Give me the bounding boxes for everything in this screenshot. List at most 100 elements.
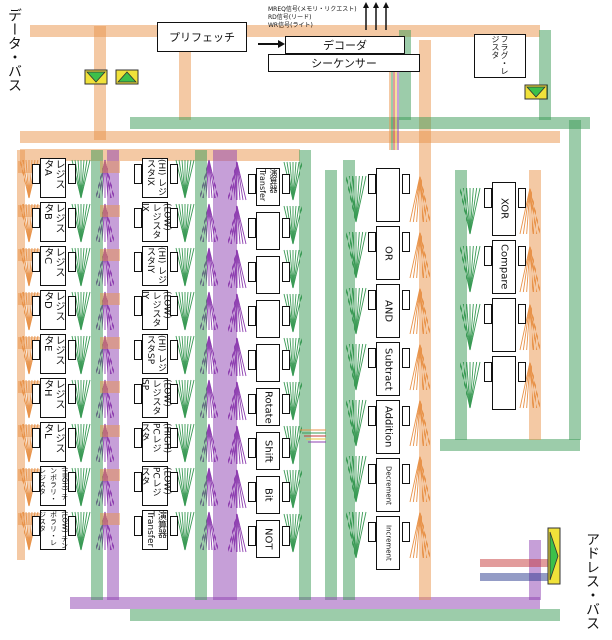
alu-unit-box: XOR — [492, 182, 516, 236]
register-box: レジスタC — [40, 246, 66, 286]
alu3-fan — [526, 303, 531, 351]
register-port — [134, 384, 142, 404]
reg2-output-fan — [184, 203, 192, 243]
register-port — [518, 246, 526, 266]
alu3-fan — [466, 245, 471, 293]
alu3-fan — [519, 361, 531, 409]
alu1-fan — [236, 469, 244, 509]
register-port — [68, 428, 76, 448]
alu1-fan — [236, 161, 247, 201]
alu2-fan — [355, 399, 364, 447]
reg2-output-fan — [208, 511, 213, 551]
alu-unit-box-label: OR — [382, 245, 394, 261]
reg-input-fan — [28, 203, 33, 243]
alu2-fan — [355, 175, 360, 223]
flag-buffer — [526, 86, 546, 98]
alu-unit-box: 演算器 Transfer — [256, 168, 280, 206]
reg2-output-fan — [184, 511, 195, 551]
alu2-fan — [416, 399, 421, 447]
index-register-box: (HI) レジスタIY — [142, 246, 168, 286]
alu2-fan — [409, 455, 421, 503]
reg-input-fan — [28, 247, 33, 287]
alu2-fan — [355, 231, 360, 279]
reg-output-fan — [74, 291, 82, 331]
alu1-fan — [236, 381, 241, 421]
alu1-fan — [286, 249, 294, 289]
alu3-fan — [469, 245, 474, 293]
reg2-output-fan — [178, 379, 186, 419]
index-register-box: 演算器 Transfer — [142, 510, 168, 550]
register-port — [32, 252, 40, 272]
index-register-box-label: (LOW) PCレジスタ — [139, 467, 172, 497]
reg-output-fan — [80, 247, 91, 287]
alu1-fan — [292, 161, 297, 201]
register-port — [282, 218, 290, 238]
register-port — [248, 438, 256, 458]
register-box: レジスタH — [40, 378, 66, 418]
alu1-fan — [236, 513, 244, 553]
reg-output-fan — [80, 159, 85, 199]
reg-output-fan — [80, 291, 91, 331]
reg-input-fan — [28, 423, 33, 463]
reg2-output-fan — [178, 247, 186, 287]
register-port — [402, 174, 410, 194]
register-port — [402, 406, 410, 426]
decoder-arrow-head — [278, 40, 285, 48]
signal-mreq: MREQ信号(メモリ・リクエスト) — [268, 6, 357, 13]
prefetch-block: プリフェッチ — [157, 22, 247, 52]
reg2-output-fan — [184, 159, 195, 199]
alu-unit-box-label: NOT — [262, 528, 274, 550]
register-port — [68, 340, 76, 360]
register-port — [32, 516, 40, 536]
alu2-fan — [355, 175, 367, 223]
alu2-fan — [409, 343, 421, 391]
reg-output-fan — [77, 511, 82, 551]
reg-output-fan — [74, 159, 82, 199]
register-box: レジスタD — [40, 290, 66, 330]
alu-unit-box-label: Shift — [262, 439, 274, 463]
register-port — [134, 472, 142, 492]
address-bus-buffer — [549, 531, 559, 581]
reg-output-fan — [80, 203, 88, 243]
alu2-fan — [355, 231, 367, 279]
reg2-output-fan — [208, 467, 213, 507]
alu-unit-box: Addition — [376, 400, 400, 454]
reg-input-fan — [25, 467, 30, 507]
register-port — [402, 290, 410, 310]
register-port — [248, 482, 256, 502]
reg2-output-fan — [208, 247, 213, 287]
alu1-fan — [289, 293, 294, 333]
alu-unit-box-label: Increment — [384, 525, 393, 561]
register-port — [282, 262, 290, 282]
alu1-fan — [289, 513, 294, 553]
alu-unit-box — [256, 344, 280, 382]
register-port — [484, 188, 492, 208]
alu2-fan — [355, 511, 364, 559]
alu1-fan — [236, 513, 247, 553]
alu1-fan — [292, 425, 297, 465]
index-register-box-label: 演算器 Transfer — [145, 511, 166, 548]
alu3-fan — [469, 245, 478, 293]
register-box: (LOW) テンポラリ・レジスタ — [39, 510, 69, 550]
register-box: レジスタL — [40, 422, 66, 462]
register-port — [248, 306, 256, 326]
alu-unit-box: NOT — [256, 520, 280, 558]
reg-output-fan — [80, 467, 88, 507]
address-bus-label: アドレス・バス — [584, 532, 600, 630]
register-port — [68, 516, 76, 536]
alu1-fan — [292, 205, 300, 245]
register-port — [170, 384, 178, 404]
register-box: (HIGH) テンポラリ・レジスタ — [39, 466, 69, 506]
index-register-box: (HIGH) PCレジスタ — [140, 422, 172, 462]
alu1-fan — [286, 205, 294, 245]
alu1-fan — [292, 249, 297, 289]
register-port — [134, 428, 142, 448]
reg-output-fan — [80, 467, 85, 507]
register-box-label: (HIGH) テンポラリ・レジスタ — [38, 467, 69, 502]
index-register-box: (LOW) PCレジスタ — [140, 466, 172, 506]
register-port — [282, 438, 290, 458]
alu-unit-box — [376, 168, 400, 222]
register-box: レジスタE — [40, 334, 66, 374]
register-port — [32, 340, 40, 360]
